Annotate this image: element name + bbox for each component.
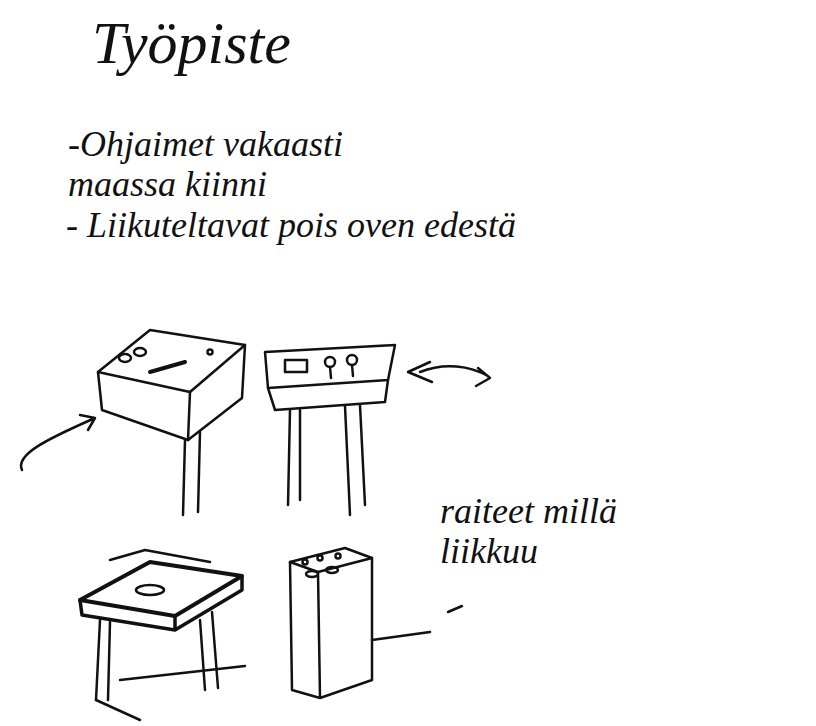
handwritten-note: raiteet millä liikkuu [440, 492, 670, 571]
handwritten-note: - Liikuteltavat pois oven edestä [66, 206, 786, 246]
control-table [80, 550, 245, 720]
control-pedestal [265, 345, 490, 515]
control-pedestal [21, 330, 245, 515]
sketch-title: Työpiste [92, 10, 412, 76]
rail-pedestal [290, 548, 462, 698]
handwritten-note: -Ohjaimet vakaasti maassa kiinni [68, 125, 398, 204]
